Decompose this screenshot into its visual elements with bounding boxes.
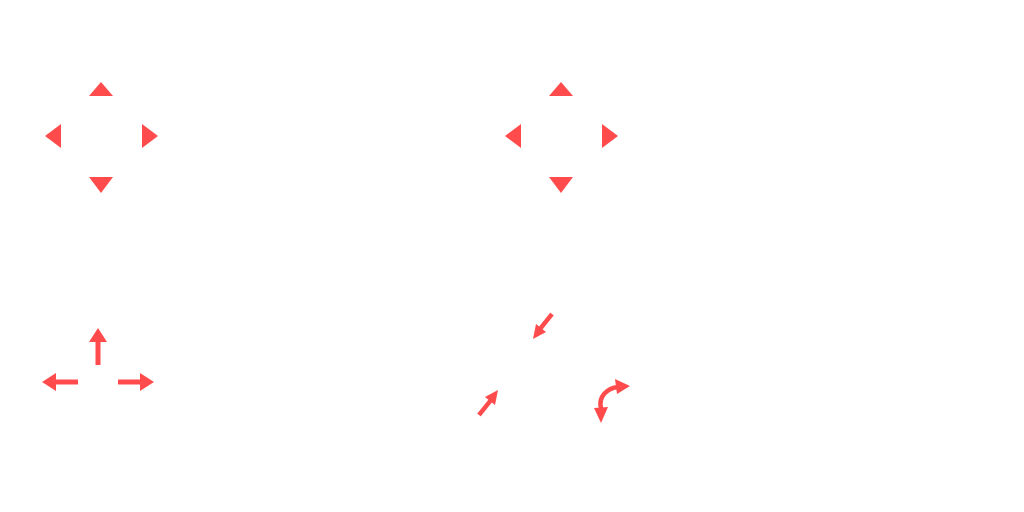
diagonal-and-rotate-arrows-svg xyxy=(477,312,630,423)
triangle-down-icon[interactable] xyxy=(89,177,113,193)
arrow-up-right-icon[interactable] xyxy=(477,390,498,417)
triangle-left-icon[interactable] xyxy=(45,124,61,148)
diagonal-and-rotate-arrows xyxy=(470,308,638,428)
axis-arrows-svg xyxy=(42,328,154,391)
axis-arrows xyxy=(38,324,158,396)
triangle-up-icon[interactable] xyxy=(549,82,573,96)
arrow-left-icon[interactable] xyxy=(42,373,78,391)
arrow-pad-left-svg xyxy=(45,82,158,193)
arrow-pad-right-svg xyxy=(505,82,618,193)
arrow-up-icon[interactable] xyxy=(89,328,107,365)
triangle-up-icon[interactable] xyxy=(89,82,113,96)
rotate-arrow-icon[interactable] xyxy=(594,379,630,423)
arrow-down-left-icon[interactable] xyxy=(533,312,554,339)
arrow-right-icon[interactable] xyxy=(118,373,154,391)
arrow-pad-left xyxy=(40,75,165,200)
triangle-left-icon[interactable] xyxy=(505,124,521,148)
triangle-right-icon[interactable] xyxy=(602,124,618,148)
triangle-down-icon[interactable] xyxy=(549,177,573,193)
arrow-pad-right xyxy=(500,75,625,200)
triangle-right-icon[interactable] xyxy=(142,124,158,148)
